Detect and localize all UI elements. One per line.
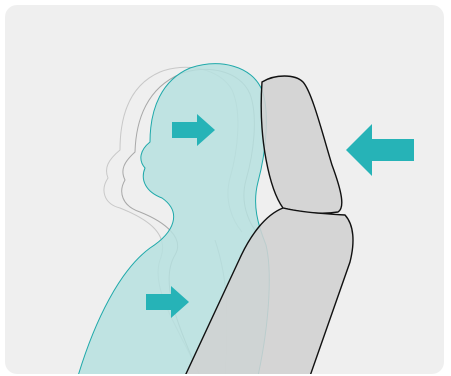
seat-headrest-illustration [5,5,444,374]
arrow-left-icon-headrest [346,124,414,176]
arrow-left-icon [346,124,414,176]
headrest [261,76,342,213]
illustration-card [5,5,444,374]
